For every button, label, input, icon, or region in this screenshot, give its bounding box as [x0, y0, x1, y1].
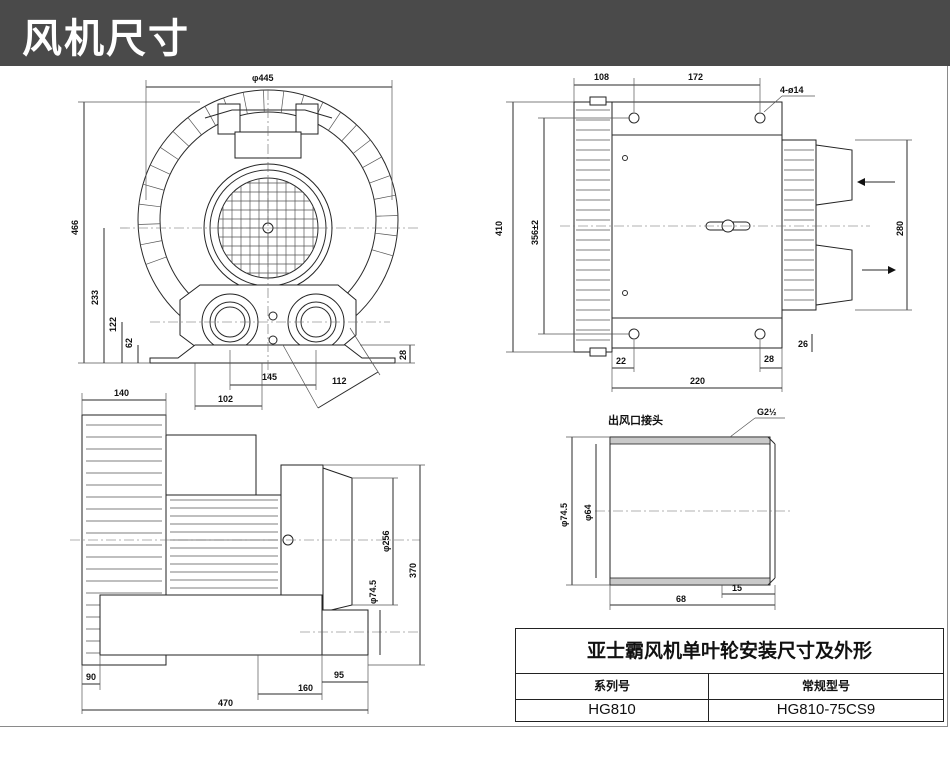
connector-inner-dia: φ64 [583, 505, 593, 521]
dim-front-width: φ445 [252, 73, 273, 83]
drawing-stroke [242, 92, 248, 115]
dim-side-length: 220 [690, 376, 705, 386]
drawing-stroke [375, 232, 398, 237]
dim-front-diag: 112 [332, 376, 347, 386]
drawing-stroke [375, 215, 398, 217]
page-title: 风机尺寸 [22, 16, 190, 62]
drawing-stroke [142, 183, 165, 191]
dim-side-top-a: 108 [594, 72, 609, 82]
drawing-stroke [362, 156, 382, 168]
side-view: 108 172 4-ø14 410 356±2 280 22 28 [494, 72, 912, 392]
connector-label: 出风口接头 [608, 413, 663, 427]
header-bar: 风机尺寸 [0, 0, 950, 66]
drawing-frame [0, 66, 948, 727]
dim-front-foot-spacing: 102 [218, 394, 233, 404]
drawing-stroke [371, 249, 394, 257]
drawing-stroke [369, 175, 391, 184]
dim-side-bottom-b: 28 [764, 354, 774, 364]
drawing-stroke [341, 124, 357, 142]
drawing-stroke [187, 117, 202, 136]
drawing-stroke [263, 90, 265, 113]
drawing-stroke [138, 203, 161, 208]
dim-bottom-port: φ74.5 [368, 580, 378, 604]
dim-side-mount: 356±2 [530, 220, 540, 245]
spec-header-model: 常规型号 [709, 673, 943, 700]
connector-length: 68 [676, 594, 686, 604]
drawing-stroke [280, 90, 285, 113]
dim-side-top-b: 172 [688, 72, 703, 82]
dim-side-port-span: 280 [895, 221, 905, 236]
spec-table: 亚士霸风机单叶轮安装尺寸及外形 系列号 常规型号 HG810 HG810-75C… [515, 628, 944, 722]
dim-front-height: 466 [70, 220, 80, 235]
front-view: φ445 466 233 122 62 28 145 102 [70, 73, 420, 410]
spec-header-series: 系列号 [516, 673, 709, 700]
drawing-stroke [172, 131, 190, 147]
dim-bottom-height: 370 [408, 563, 418, 578]
dim-front-outlet: 122 [108, 317, 118, 332]
drawing-stroke [160, 147, 179, 160]
bottom-view: 140 φ256 φ74.5 370 90 160 95 470 [70, 388, 425, 714]
spec-value-model: HG810-75CS9 [776, 701, 876, 718]
spec-value-series: HG810 [516, 699, 709, 721]
spec-table-title: 亚士霸风机单叶轮安装尺寸及外形 [516, 629, 943, 674]
dim-side-bottom-a: 22 [616, 356, 626, 366]
drawing-stroke [150, 164, 171, 175]
dim-front-base: 62 [124, 338, 134, 348]
dim-bottom-top: 140 [114, 388, 129, 398]
dim-side-holes: 4-ø14 [780, 85, 804, 95]
drawing-stroke [373, 194, 396, 200]
dim-front-center: 233 [90, 290, 100, 305]
dim-front-port-spacing: 145 [262, 372, 277, 382]
dim-side-right: 26 [798, 339, 808, 349]
dim-bottom-left: 90 [86, 672, 96, 682]
drawing-stroke [140, 240, 163, 246]
drawing-stroke [138, 223, 161, 225]
dim-side-height: 410 [494, 221, 504, 236]
connector-outer-dia: φ74.5 [559, 503, 569, 527]
dim-bottom-length: 470 [218, 698, 233, 708]
drawing-stroke [328, 112, 341, 131]
dim-front-foot: 28 [398, 350, 408, 360]
dim-bottom-mid-b: 95 [334, 670, 344, 680]
connector-view: 出风口接头 G2½ φ74.5 φ64 68 15 [559, 407, 790, 610]
drawing-stroke [145, 256, 167, 265]
drawing-stroke [352, 139, 371, 154]
connector-thread-len: 15 [732, 583, 742, 593]
connector-thread: G2½ [757, 407, 777, 417]
dim-bottom-outlet: φ256 [381, 531, 391, 552]
dim-bottom-mid-a: 160 [298, 683, 313, 693]
